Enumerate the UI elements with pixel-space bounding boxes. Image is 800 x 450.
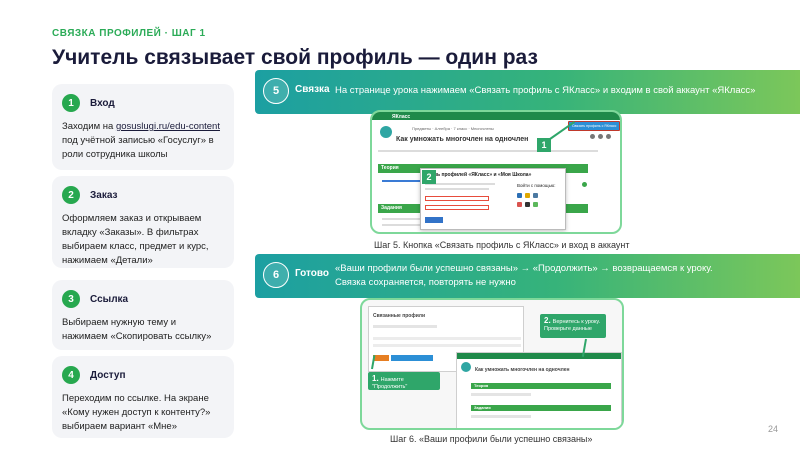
breadcrumb: Предметы · Алгебра · 7 класс · Многочлен… [412, 126, 494, 131]
tasks-label: Задания [381, 205, 402, 211]
step-text: Заходим на gosuslugi.ru/edu-content под … [62, 121, 220, 160]
screenshot-caption-5: Шаг 5. Кнопка «Связать профиль с ЯКласс»… [374, 240, 630, 250]
step-text: Оформляем заказ и открываем вкладку «Зак… [62, 213, 209, 266]
check-icon [582, 182, 587, 187]
banner-number: 6 [263, 262, 289, 288]
step-banner-5: 5 Связка На странице урока нажимаем «Свя… [255, 70, 800, 114]
eyebrow: СВЯЗКА ПРОФИЛЕЙ · ШАГ 1 [52, 28, 206, 39]
window-title: Связанные профили [373, 313, 426, 319]
link-profile-button[interactable]: Связать профиль с ЯКласс [568, 121, 620, 131]
banner-label: Связка [295, 84, 330, 95]
marker-2: 2 [422, 170, 436, 184]
screenshot-step-6: Связанные профили Как умножать многочлен… [360, 298, 624, 430]
continue-button[interactable] [373, 355, 389, 361]
theory-label: Теория [381, 165, 399, 171]
menu-icon [606, 134, 611, 139]
step-number: 2 [62, 186, 80, 204]
link-profiles-modal: Связь профилей «ЯКласс» и «Моя Школа» Во… [420, 168, 566, 230]
marker-1: 1 [537, 138, 551, 152]
yaklass-mascot-icon [461, 362, 471, 372]
step-title: Вход [90, 97, 115, 109]
step-card-4: 4 Доступ Переходим по ссылке. На экране … [52, 356, 234, 438]
callout-continue: 1.Нажмите "Продолжить" [368, 372, 440, 390]
password-field[interactable] [425, 205, 489, 210]
step-number: 1 [62, 94, 80, 112]
step-title: Доступ [90, 369, 126, 381]
login-button[interactable] [425, 217, 443, 223]
yaklass-logo: ЯКласс [392, 114, 411, 120]
step-text: Переходим по ссылке. На экране «Кому нуж… [62, 393, 211, 432]
lesson-window: Как умножать многочлен на одночлен Теори… [456, 352, 622, 428]
step-card-3: 3 Ссылка Выбираем нужную тему и нажимаем… [52, 280, 234, 350]
login-field[interactable] [425, 196, 489, 201]
tasks-label: Задания [474, 405, 491, 410]
banner-text: На странице урока нажимаем «Связать проф… [335, 85, 756, 96]
step-title: Заказ [90, 189, 118, 201]
banner-number: 5 [263, 78, 289, 104]
callout-return: 2.Вернитесь к уроку.Проверьте данные [540, 314, 606, 338]
step-banner-6: 6 Готово «Ваши профили были успешно связ… [255, 254, 800, 298]
banner-label: Готово [295, 268, 330, 279]
theory-label: Теория [474, 383, 489, 388]
modal-title: Связь профилей «ЯКласс» и «Моя Школа» [425, 172, 532, 178]
lesson-title: Как умножать многочлен на одночлен [475, 367, 570, 373]
page-title: Учитель связывает свой профиль — один ра… [52, 46, 538, 69]
linked-profiles-window: Связанные профили [368, 306, 524, 372]
lesson-title: Как умножать многочлен на одночлен [396, 136, 529, 143]
gosuslugi-link[interactable]: gosuslugi.ru/edu-content [115, 121, 220, 132]
step-title: Ссылка [90, 293, 129, 305]
step-card-2: 2 Заказ Оформляем заказ и открываем вкла… [52, 176, 234, 268]
step-number: 3 [62, 290, 80, 308]
screenshot-step-5: ЯКласс Предметы · Алгебра · 7 класс · Мн… [370, 110, 622, 234]
step-card-1: 1 Вход Заходим на gosuslugi.ru/edu-conte… [52, 84, 234, 170]
login-with-label: Войти с помощью: [517, 183, 556, 188]
step-number: 4 [62, 366, 80, 384]
settings-icon [590, 134, 595, 139]
yaklass-mascot-icon [380, 126, 392, 138]
page-number: 24 [767, 424, 778, 434]
profile-icon [598, 134, 603, 139]
banner-text: «Ваши профили были успешно связаны» → «П… [335, 263, 713, 288]
step-text: Выбираем нужную тему и нажимаем «Скопиро… [62, 317, 212, 342]
screenshot-caption-6: Шаг 6. «Ваши профили были успешно связан… [390, 434, 593, 444]
